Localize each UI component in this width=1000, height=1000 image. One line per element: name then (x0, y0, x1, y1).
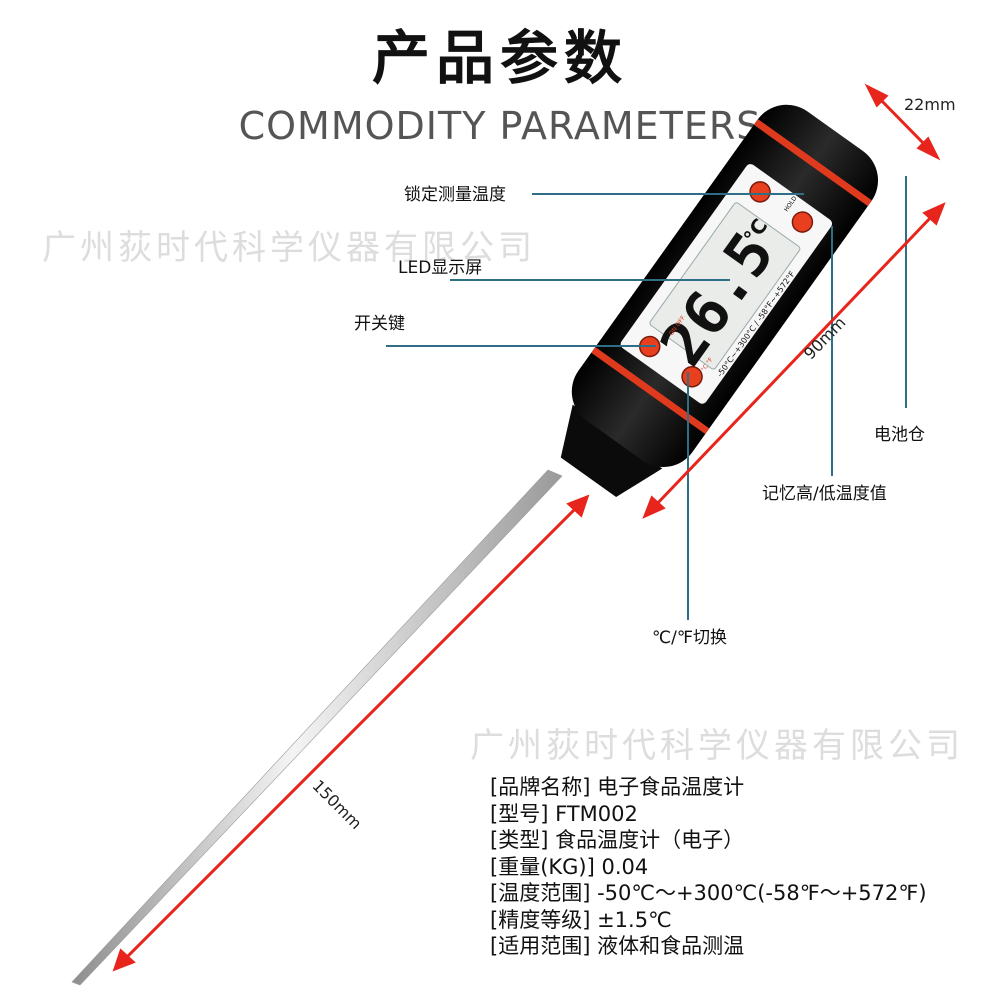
callout-hold-label: 锁定测量温度 (404, 185, 506, 205)
watermark-top: 广州荻时代科学仪器有限公司 (42, 228, 536, 268)
spec-list: [品牌名称] 电子食品温度计 [型号] FTM002 [类型] 食品温度计（电子… (490, 774, 927, 960)
dimension-arrows (112, 83, 946, 972)
spec-row: [精度等级] ±1.5℃ (490, 907, 672, 932)
callout-memory-label: 记忆高/低温度值 (762, 484, 887, 504)
spec-row: [品牌名称] 电子食品温度计 (490, 775, 745, 799)
callout-battery-label: 电池仓 (874, 425, 925, 445)
spec-row: [温度范围] -50℃～+300℃(-58℉～+572℉) (490, 881, 927, 905)
callout-lcd-label: LED显示屏 (398, 258, 483, 278)
callout-power-label: 开关键 (354, 314, 405, 334)
spec-row: [适用范围] 液体和食品测温 (490, 934, 745, 958)
page-title: 产品参数 (371, 24, 628, 92)
dimension-diameter: 22mm (904, 95, 956, 114)
spec-row: [重量(KG)] 0.04 (490, 854, 649, 879)
callout-lines (386, 176, 907, 620)
probe-rod (71, 469, 563, 986)
watermark-bottom: 广州荻时代科学仪器有限公司 (470, 726, 964, 766)
page-subtitle: COMMODITY PARAMETERS (238, 104, 762, 148)
callout-unit-switch-label: ℃/℉切换 (652, 628, 727, 648)
spec-row: [类型] 食品温度计（电子） (490, 828, 745, 852)
thermometer-body (560, 104, 879, 497)
spec-row: [型号] FTM002 (490, 801, 638, 826)
